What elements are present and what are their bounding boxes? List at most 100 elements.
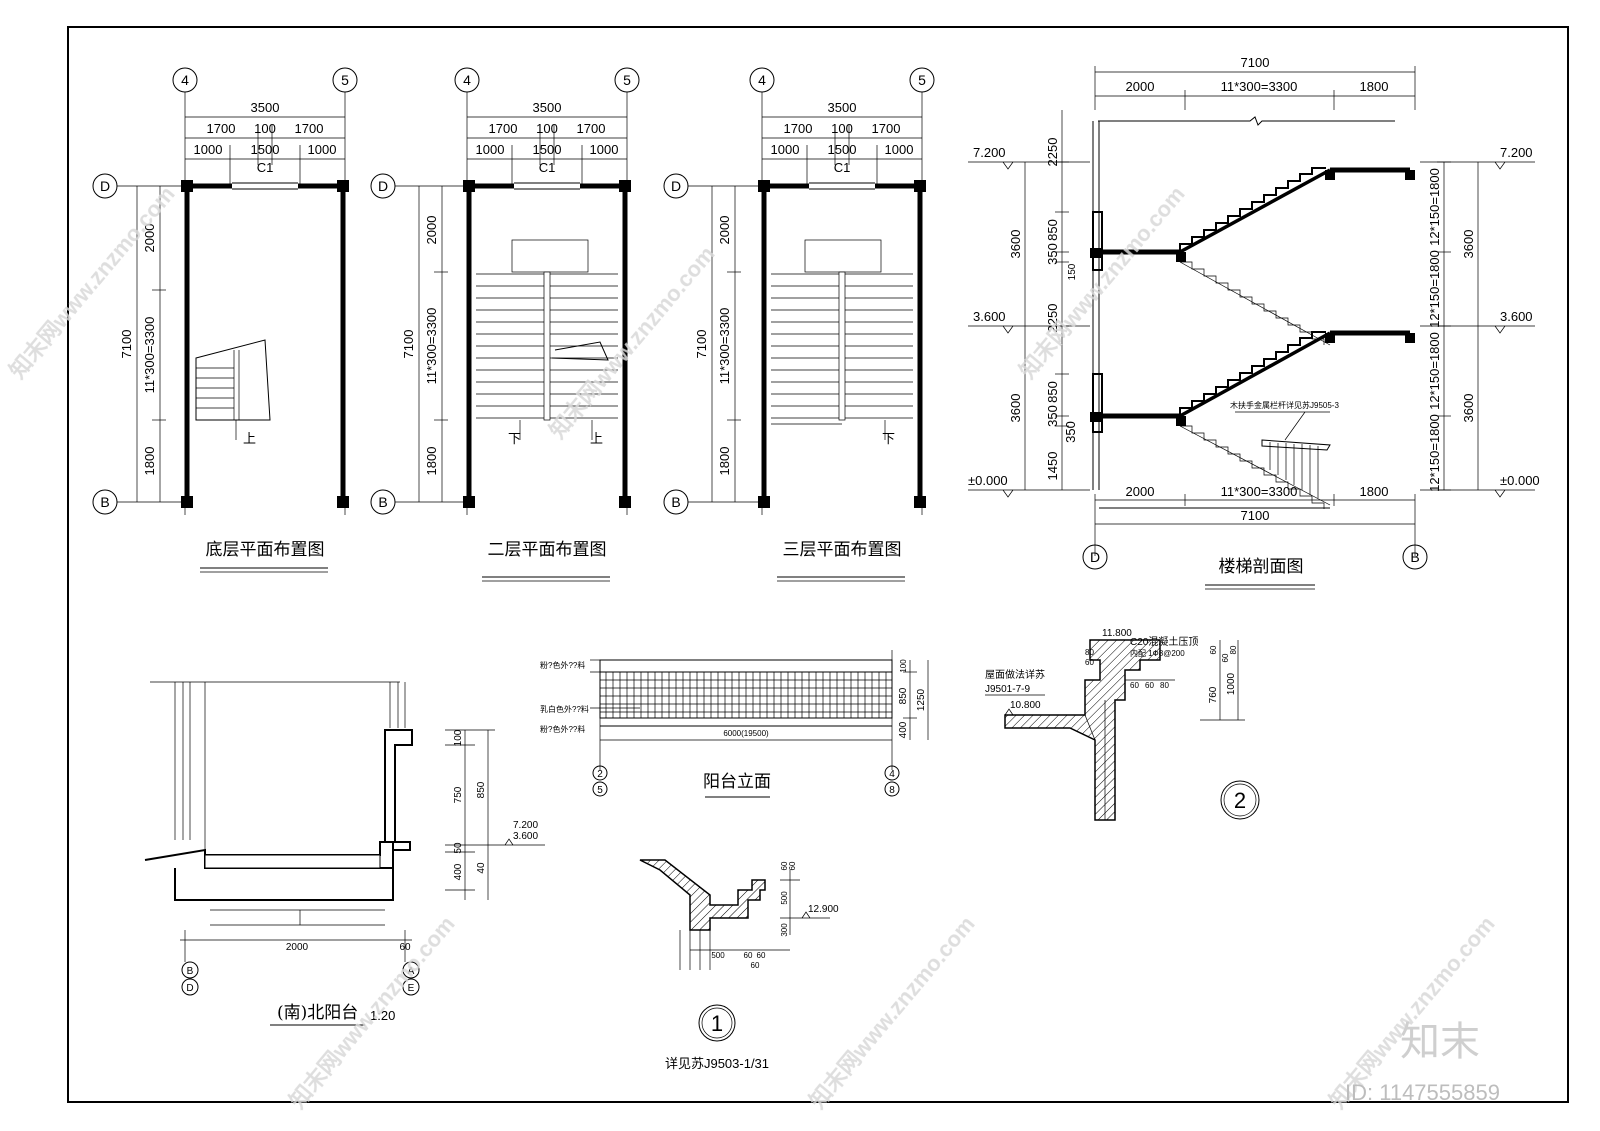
railing-note: 木扶手金属栏杆详见苏J9505-3	[1230, 400, 1339, 410]
dim-v-b: 11*300=3300	[142, 317, 157, 394]
right-outer-b: 3600	[1461, 394, 1476, 423]
axis-d-label: D	[378, 178, 388, 194]
plan-title: 二层平面布置图	[488, 540, 607, 560]
dim-total-width: 3500	[533, 100, 562, 115]
axis-4-label: 4	[463, 72, 471, 88]
elev-length: 6000(19500)	[723, 729, 769, 738]
axis-e: E	[408, 983, 415, 994]
section-bottom-a: 2000	[1126, 484, 1155, 499]
window-tag: C1	[834, 160, 851, 175]
dim-row2-c: 1000	[885, 142, 914, 157]
watermark-id: ID: 1147555859	[1345, 1080, 1500, 1105]
dim-row1-b: 100	[831, 121, 853, 136]
d1-h-c: 60	[757, 951, 766, 960]
dim-row2-a: 1000	[194, 142, 223, 157]
section-top-total: 7100	[1241, 55, 1270, 70]
left-inner-g: 850	[1045, 381, 1060, 403]
axis-4-label: 4	[758, 72, 766, 88]
section-axis-d: D	[1090, 549, 1100, 565]
second-floor-plan: 4 5 3500 1700 100 1700 1000 1500 1000 C1…	[370, 67, 640, 582]
elevation-title: 阳台立面	[703, 772, 771, 792]
d1-v-c: 60	[780, 861, 789, 870]
detail-1: 500 60 60 60 500 300 60 60 12.900 1 详见苏J…	[639, 859, 839, 1071]
left-outer-b: 3600	[1008, 394, 1023, 423]
dim-row2-b: 1500	[251, 142, 280, 157]
d1-v-b: 300	[780, 923, 789, 937]
mark-down: 下	[508, 431, 521, 446]
dim-row1-c: 1700	[295, 121, 324, 136]
mark-up: 上	[243, 431, 256, 446]
left-inner-h: 350	[1063, 421, 1078, 443]
balcony-dim-f: 40	[476, 862, 487, 874]
elev-right-mid: 3.600	[1500, 309, 1533, 324]
axis-a: A	[408, 966, 415, 977]
left-inner-f: 350	[1045, 405, 1060, 427]
watermark-logo: 知末	[1400, 1019, 1480, 1065]
detail1-note: 详见苏J9503-1/31	[665, 1056, 769, 1071]
dim-v-a: 2000	[424, 216, 439, 245]
d2-dim-a: 80	[1085, 648, 1094, 657]
watermark-text: 知末网www.znzmo.com	[805, 911, 980, 1113]
axis-b-label: B	[100, 494, 109, 510]
elev-left-bottom: ±0.000	[968, 473, 1008, 488]
balcony-section: 2000 60 B D A E 100 750 850 50 400 40 7.…	[144, 681, 545, 1026]
d2-note-top: C20混凝土压顶	[1130, 635, 1198, 648]
section-bottom-c: 1800	[1360, 484, 1389, 499]
elev-right-top: 7.200	[1500, 145, 1533, 160]
d1-h-a: 500	[711, 951, 725, 960]
d1-h-d: 60	[751, 961, 760, 970]
d2-elev-slab: 10.800	[1010, 700, 1041, 711]
axis-5: 5	[597, 785, 603, 796]
axis-d-label: D	[100, 178, 110, 194]
dim-v-total: 7100	[694, 330, 709, 359]
d2-note-rebar: 内配 1Ф8@200	[1130, 648, 1185, 658]
dim-row1-a: 1700	[784, 121, 813, 136]
d2-dim-b: 60	[1085, 658, 1094, 667]
section-top-b: 11*300=3300	[1221, 79, 1298, 94]
balcony-elev-a: 7.200	[513, 820, 538, 831]
balcony-elevation: 粉?色外??料 乳白色外??料 粉?色外??料 6000(19500) 2 5 …	[540, 650, 929, 798]
elev-right-bottom: ±0.000	[1500, 473, 1540, 488]
axis-b-label: B	[671, 494, 680, 510]
elev-dim-d: 1250	[916, 688, 927, 711]
window-tag: C1	[257, 160, 274, 175]
ground-floor-plan: 4 5 3500 1700 100 1700 1000 1500 1000 C1…	[92, 67, 358, 573]
balcony-width: 2000	[286, 942, 309, 953]
sheet-frame	[67, 26, 1569, 1103]
axis-b-label: B	[378, 494, 387, 510]
window-tag: C1	[539, 160, 556, 175]
d2-r-a: 60	[1209, 645, 1218, 654]
balcony-elev-b: 3.600	[513, 831, 538, 842]
dim-row1-a: 1700	[489, 121, 518, 136]
elev-left-mid: 3.600	[973, 309, 1006, 324]
detail2-number: 2	[1234, 788, 1246, 813]
dim-v-c: 1800	[424, 447, 439, 476]
section-top-c: 1800	[1360, 79, 1389, 94]
balcony-title: (南)北阳台	[277, 1003, 358, 1023]
d2-r-c: 80	[1229, 645, 1238, 654]
dim-row1-a: 1700	[207, 121, 236, 136]
balcony-dim-b: 750	[453, 786, 464, 803]
left-inner-e: 2250	[1045, 304, 1060, 333]
dim-total-width: 3500	[251, 100, 280, 115]
d2-r-b: 60	[1221, 653, 1230, 662]
dim-row2-a: 1000	[771, 142, 800, 157]
right-inner-b: 12*150=1800	[1427, 250, 1442, 328]
plan-title: 底层平面布置图	[206, 540, 325, 560]
d2-dim-d: 60	[1145, 681, 1154, 690]
dim-row2-b: 1500	[533, 142, 562, 157]
mark-down: 下	[882, 431, 895, 446]
d2-note-roof: 屋面做法详苏	[985, 668, 1045, 681]
dim-v-total: 7100	[401, 330, 416, 359]
axis-2: 2	[597, 769, 603, 780]
elev-dim-c: 400	[898, 721, 909, 738]
balcony-dim-e: 400	[453, 863, 464, 880]
dim-row1-c: 1700	[577, 121, 606, 136]
dim-total-width: 3500	[828, 100, 857, 115]
left-inner-a: 2250	[1045, 138, 1060, 167]
axis-4-bubble	[172, 67, 198, 93]
axis-b: B	[187, 966, 194, 977]
d1-v-a: 500	[780, 891, 789, 905]
dim-row2-c: 1000	[308, 142, 337, 157]
